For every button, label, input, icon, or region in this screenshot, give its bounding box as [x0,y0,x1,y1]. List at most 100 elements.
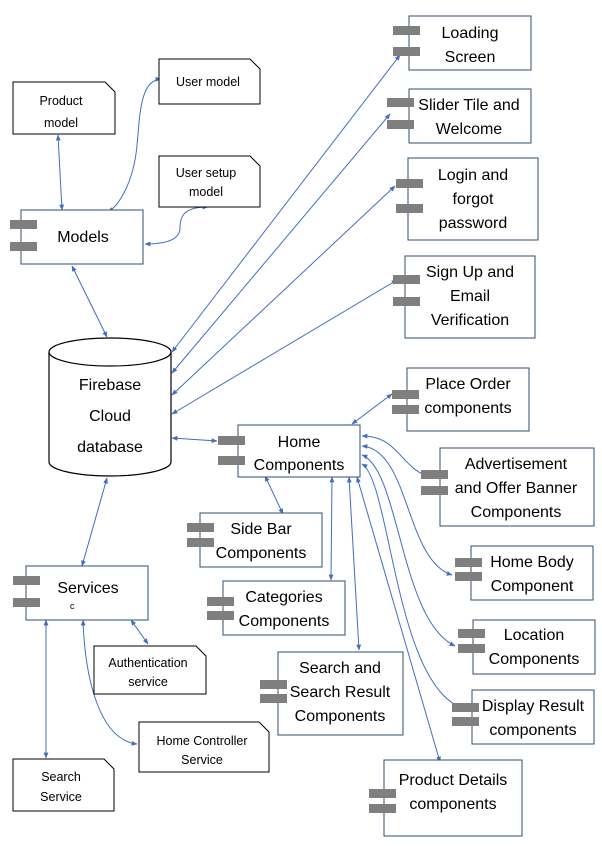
user-setup-model-label: User setup model [176,166,236,199]
connector-usermodel-models [107,76,162,213]
label-line: model [189,185,223,199]
services-marker: c [70,601,75,611]
label-line: Slider Tile and [418,97,519,114]
label-line: Product [39,94,83,108]
label-line: Components [216,545,307,562]
authentication-service-label: Authentication service [108,656,187,689]
connector-home-search [346,476,362,651]
user-setup-model-node: User setup model [158,155,261,208]
label-line: Display Result [482,698,585,715]
label-line: Home [278,434,321,451]
display-result-component: Display Result components [452,689,595,745]
connector-services-auth [130,619,149,645]
place-order-component: Place Order components [392,367,530,432]
label-line: service [128,675,168,689]
connector-models-db [71,265,108,338]
label-line: Product Details [399,772,508,789]
label-line: Components [254,457,345,474]
connector-home-placeorder [351,393,393,425]
label-line: Categories [245,589,322,606]
connector-home-categories [328,476,335,581]
label-line: components [409,796,496,813]
product-details-component: Product Details components [369,759,523,837]
label-line: Service [40,790,82,804]
label-line: components [424,400,511,417]
label-line: Components [471,504,562,521]
label-line: Login and [438,167,508,184]
label-line: Verification [431,312,509,329]
label-line: Email [450,288,490,305]
label-line: Search [41,770,81,784]
label-line: Components [295,708,386,725]
connector-usersetup-models [144,204,209,247]
login-component: Login and forgot password [396,157,539,241]
label-line: User setup [176,166,236,180]
models-component: Models [10,209,144,265]
connector-home-homebody [361,444,453,576]
label-line: Location [504,627,565,644]
connector-db-slider [171,113,391,374]
connector-db-login [171,185,396,396]
models-label: Models [57,229,109,246]
user-model-label: User model [176,75,240,89]
connectors [43,54,461,763]
label-line: database [77,439,143,456]
label-line: Side Bar [230,521,292,538]
label-line: Search Result [290,684,391,701]
connector-db-home [171,435,218,444]
label-line: Components [239,613,330,630]
connector-services-homecontroller [80,619,138,746]
label-line: Firebase [79,377,141,394]
label-line: Authentication [108,656,187,670]
label-line: Component [491,578,574,595]
login-label: Login and forgot password [438,167,508,232]
place-order-label: Place Order components [424,376,511,417]
connector-home-sidebar [264,475,284,515]
label-line: Services [57,580,118,597]
label-line: components [489,722,576,739]
user-model-node: User model [158,58,261,105]
label-line: password [439,215,507,232]
connector-product-models [55,134,65,211]
label-line: Models [57,229,109,246]
label-line: Sign Up and [426,264,514,281]
connector-db-signup [171,279,398,415]
label-line: Cloud [89,408,131,425]
services-component: Services c [13,565,149,621]
label-line: Advertisement [465,456,568,473]
label-line: User model [176,75,240,89]
label-line: Screen [445,49,496,66]
label-line: forgot [453,191,494,208]
product-details-label: Product Details components [399,772,508,813]
label-line: Service [181,753,223,767]
label-line: Place Order [425,376,511,393]
